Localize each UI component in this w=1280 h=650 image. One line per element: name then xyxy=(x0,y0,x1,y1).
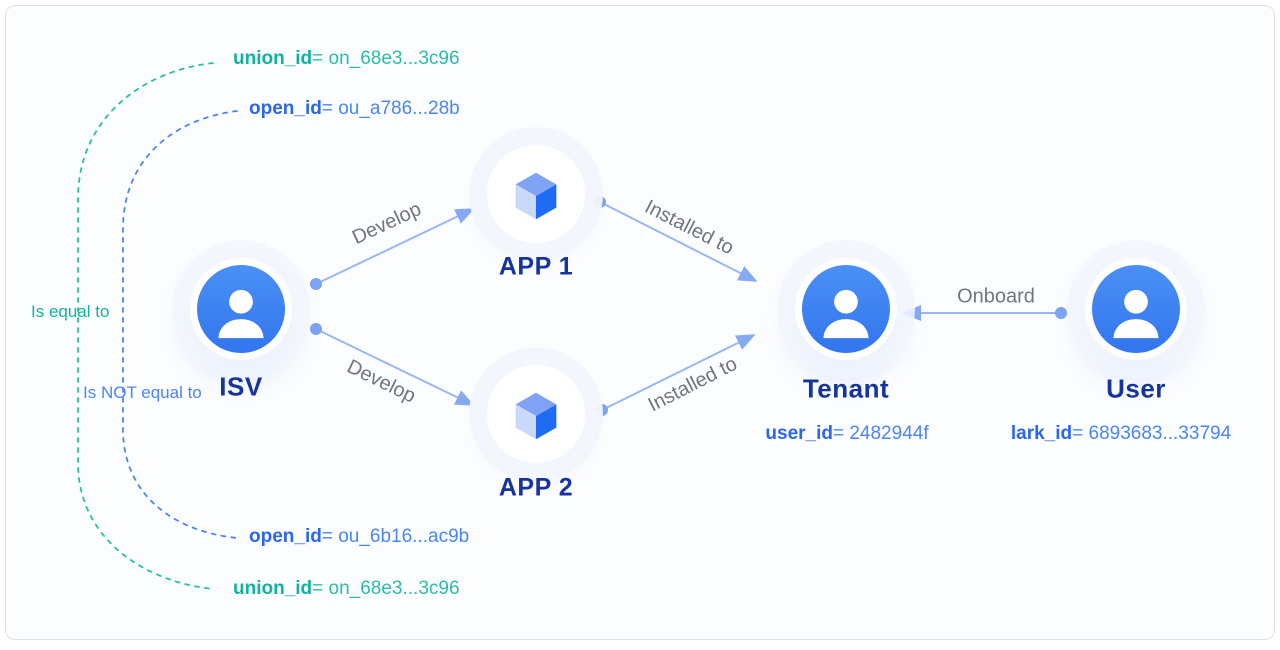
open-id-key: open_id xyxy=(249,526,322,547)
union-id-bottom: union_id= on_68e3...3c96 xyxy=(233,578,460,600)
open-id-not-equal-curve xyxy=(122,110,238,539)
app1-node xyxy=(487,145,585,243)
person-icon xyxy=(190,258,292,360)
open-id-top: open_id= ou_a786...28b xyxy=(249,98,460,120)
edge-develop-app1 xyxy=(315,208,475,285)
edge-label-onboard: Onboard xyxy=(957,285,1035,308)
edge-dot xyxy=(310,278,322,290)
isv-node xyxy=(190,258,292,360)
edge-installed-app2 xyxy=(601,334,756,411)
edge-dot xyxy=(594,196,606,208)
tenant-user-id: user_id= 2482944f xyxy=(765,423,928,445)
app2-label: APP 2 xyxy=(498,473,574,502)
is-not-equal-annotation: Is NOT equal to xyxy=(83,383,202,402)
union-id-value: = on_68e3...3c96 xyxy=(312,578,460,599)
diagram-canvas: ISV APP 1 APP 2 xyxy=(5,5,1275,640)
open-id-value: = ou_6b16...ac9b xyxy=(321,526,470,547)
user-id-key: user_id xyxy=(765,423,833,444)
lark-id-key: lark_id xyxy=(1010,423,1073,444)
isv-label: ISV xyxy=(219,371,263,402)
edge-dot xyxy=(596,404,608,416)
edge-dot xyxy=(1055,307,1067,319)
edge-dot xyxy=(310,323,322,335)
cube-icon xyxy=(487,145,585,243)
user-id-value: = 2482944f xyxy=(832,423,929,444)
edge-label-develop-bottom: Develop xyxy=(343,355,420,408)
union-id-top: union_id= on_68e3...3c96 xyxy=(233,48,460,70)
person-icon xyxy=(795,258,897,360)
open-id-bottom: open_id= ou_6b16...ac9b xyxy=(249,526,469,548)
connector-layer xyxy=(77,62,1067,590)
lark-id-value: = 6893683...33794 xyxy=(1072,423,1232,444)
user-label: User xyxy=(1106,373,1166,404)
open-id-value: = ou_a786...28b xyxy=(321,98,460,119)
union-id-key: union_id xyxy=(233,48,313,69)
app2-node xyxy=(487,365,585,463)
edge-label-develop-top: Develop xyxy=(348,198,425,250)
tenant-node xyxy=(795,258,897,360)
user-lark-id: lark_id= 6893683...33794 xyxy=(1011,423,1231,445)
union-id-key: union_id xyxy=(233,578,313,599)
is-equal-annotation: Is equal to xyxy=(31,302,110,321)
union-id-value: = on_68e3...3c96 xyxy=(312,48,460,69)
edge-installed-app1 xyxy=(599,201,758,282)
open-id-key: open_id xyxy=(249,98,322,119)
edge-label-installed-bottom: Installed to xyxy=(644,352,741,417)
edge-label-installed-top: Installed to xyxy=(641,195,738,260)
tenant-label: Tenant xyxy=(802,373,890,404)
app1-label: APP 1 xyxy=(498,252,574,281)
edge-develop-app2 xyxy=(315,328,475,406)
person-icon xyxy=(1085,258,1187,360)
cube-icon xyxy=(487,365,585,463)
user-node xyxy=(1085,258,1187,360)
